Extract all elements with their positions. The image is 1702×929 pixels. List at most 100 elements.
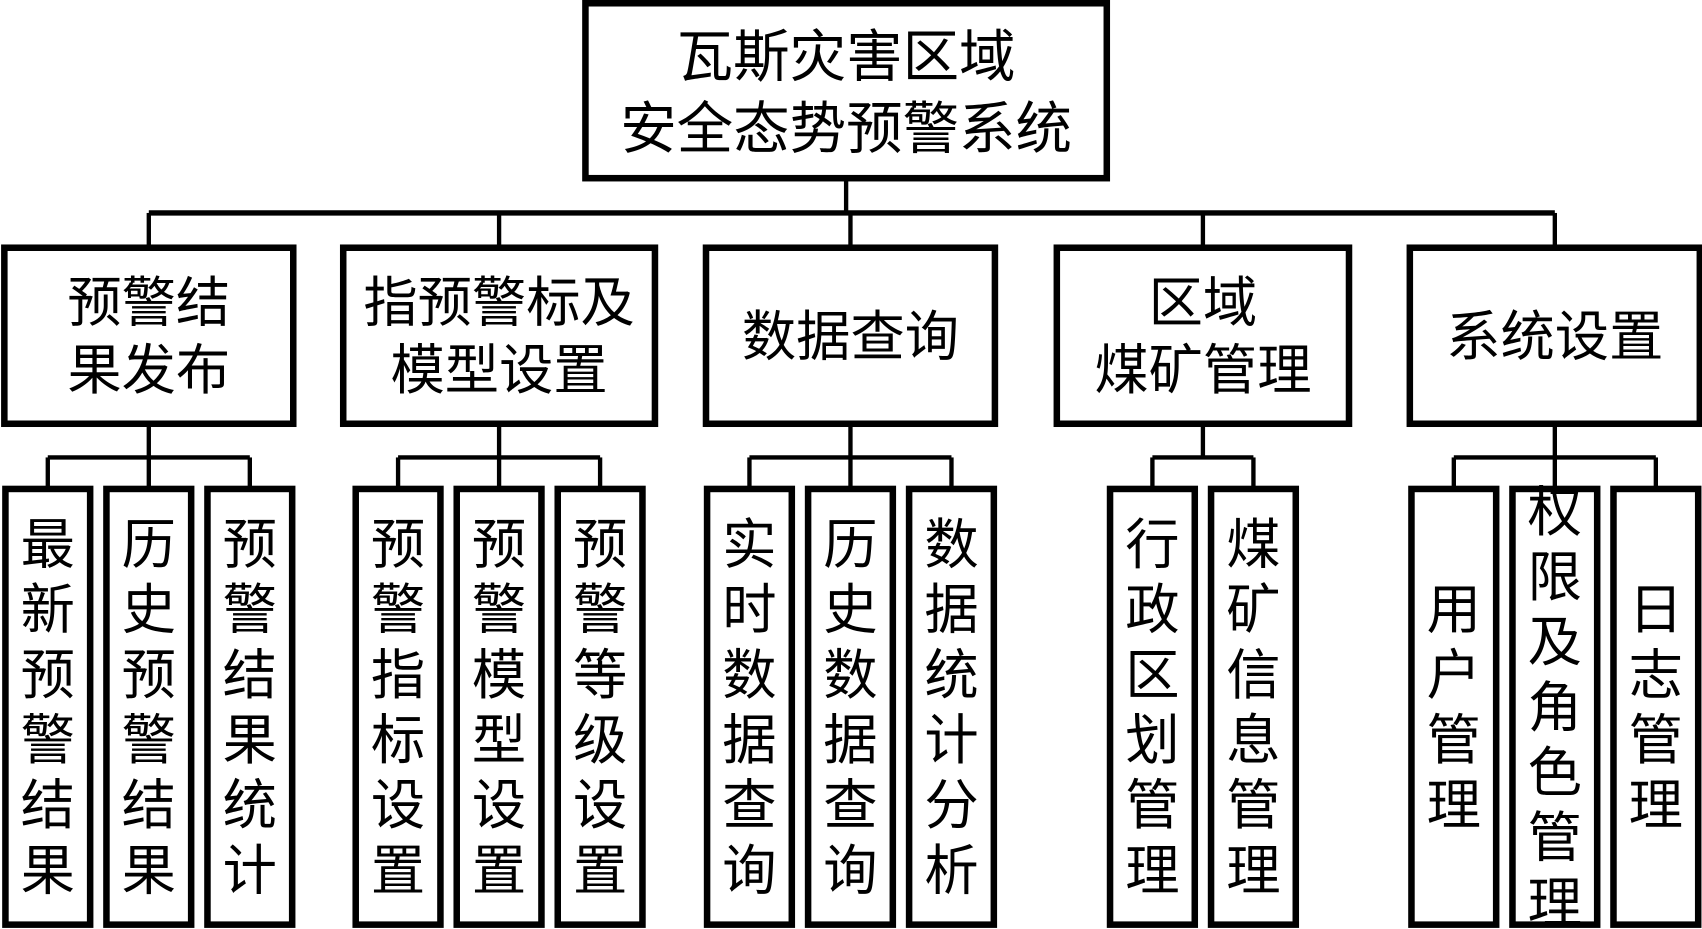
module-box [702, 244, 999, 428]
submodule-label-char: 预 [21, 644, 75, 707]
submodule-label-char: 户 [1427, 644, 1481, 707]
submodule-label-char: 用 [1427, 579, 1481, 642]
submodule-label-char: 果 [122, 839, 176, 902]
submodule-warning-result-publish-0: 最新预警结果 [2, 485, 94, 928]
submodule-label-char: 置 [371, 839, 425, 902]
submodule-box [453, 485, 545, 928]
submodule-label: 预警模型设置 [472, 513, 526, 902]
submodule-label-char: 政 [1125, 579, 1179, 642]
module-label-line: 果发布 [67, 339, 230, 402]
submodule-indicator-model-settings-1: 预警模型设置 [453, 485, 545, 928]
submodule-label-char: 管 [1427, 709, 1481, 772]
submodule-label-char: 历 [122, 513, 176, 576]
module-label-line: 煤矿管理 [1094, 339, 1311, 402]
submodule-box [1207, 485, 1300, 928]
submodule-label-char: 最 [21, 513, 75, 576]
root-label-line-1: 瓦斯灾害区域 [677, 25, 1016, 90]
submodule-label-char: 警 [21, 709, 75, 772]
submodule-label-char: 管 [1629, 709, 1683, 772]
submodule-label-char: 果 [21, 839, 75, 902]
submodule-system-settings-0: 用户管理 [1408, 485, 1500, 928]
submodule-label-char: 及 [1528, 611, 1582, 674]
submodule-label-char: 警 [472, 579, 526, 642]
submodule-label-char: 矿 [1226, 579, 1280, 642]
module-label-line: 指预警标及 [363, 272, 634, 335]
submodule-label-char: 日 [1629, 579, 1683, 642]
submodule-label-char: 色 [1528, 742, 1582, 805]
submodule-label-char: 询 [722, 839, 776, 902]
submodule-label: 日志管理 [1629, 579, 1683, 838]
submodule-label-char: 理 [1528, 872, 1582, 929]
submodule-label-char: 预 [472, 513, 526, 576]
submodule-label-char: 历 [823, 513, 877, 576]
submodule-label-char: 结 [122, 774, 176, 837]
submodule-data-query-2: 数据统计分析 [905, 485, 998, 928]
submodule-box [554, 485, 646, 928]
submodule-label-char: 理 [1427, 774, 1481, 837]
submodule-label-char: 询 [823, 839, 877, 902]
submodule-label-char: 权 [1528, 481, 1582, 544]
submodule-indicator-model-settings-2: 预警等级设置 [554, 485, 646, 928]
submodule-label-char: 级 [573, 709, 627, 772]
submodule-label: 历史预警结果 [122, 513, 176, 902]
submodule-warning-result-publish-1: 历史预警结果 [103, 485, 195, 928]
submodule-label-char: 息 [1226, 709, 1280, 772]
submodule-label-char: 据 [722, 709, 776, 772]
submodule-label-char: 果 [223, 709, 277, 772]
submodule-label-char: 史 [823, 579, 877, 642]
submodule-data-query-0: 实时数据查询 [703, 485, 796, 928]
submodule-box [804, 485, 897, 928]
root-box [582, 0, 1111, 182]
submodule-label-char: 分 [924, 774, 978, 837]
submodule-regional-mine-management-0: 行政区划管理 [1106, 485, 1199, 928]
submodule-label-char: 结 [21, 774, 75, 837]
submodule-label-char: 计 [223, 839, 277, 902]
root-node: 瓦斯灾害区域 安全态势预警系统 [582, 0, 1111, 182]
submodule-label-char: 指 [371, 644, 425, 707]
submodule-regional-mine-management-1: 煤矿信息管理 [1207, 485, 1300, 928]
submodule-box [1106, 485, 1199, 928]
submodule-label-char: 标 [371, 709, 425, 772]
submodule-label-char: 管 [1226, 774, 1280, 837]
submodule-label: 预警等级设置 [573, 513, 627, 902]
submodule-label-char: 据 [823, 709, 877, 772]
submodule-label-char: 统 [223, 774, 277, 837]
submodule-box [1509, 485, 1601, 928]
submodule-label-char: 预 [122, 644, 176, 707]
submodule-label-char: 理 [1629, 774, 1683, 837]
submodule-label-char: 预 [371, 513, 425, 576]
submodule-label: 最新预警结果 [21, 513, 75, 902]
submodule-label-char: 理 [1125, 839, 1179, 902]
submodule-label-char: 数 [924, 513, 978, 576]
submodule-label-char: 预 [223, 513, 277, 576]
submodule-system-settings-2: 日志管理 [1610, 485, 1702, 928]
submodule-label-char: 角 [1528, 676, 1582, 739]
submodule-label: 煤矿信息管理 [1226, 513, 1280, 902]
submodule-label-char: 限 [1528, 546, 1582, 609]
submodule-box [703, 485, 796, 928]
submodule-label-char: 区 [1125, 644, 1179, 707]
submodule-label-char: 新 [21, 579, 75, 642]
submodule-label: 用户管理 [1427, 579, 1481, 838]
module-label-line: 系统设置 [1446, 305, 1663, 368]
module-label-line: 数据查询 [742, 305, 959, 368]
submodule-box [103, 485, 195, 928]
module-box [339, 244, 659, 428]
submodule-indicator-model-settings-0: 预警指标设置 [352, 485, 444, 928]
module-label-line: 预警结 [67, 272, 230, 335]
submodule-label: 行政区划管理 [1125, 513, 1179, 902]
submodule-label-char: 设 [371, 774, 425, 837]
submodule-label-char: 管 [1528, 807, 1582, 870]
submodule-label-char: 统 [924, 644, 978, 707]
submodule-label-char: 查 [722, 774, 776, 837]
modules: 预警结果发布最新预警结果历史预警结果预警结果统计指预警标及模型设置预警指标设置预… [1, 244, 1702, 929]
module-box [1, 244, 297, 428]
submodule-label-char: 查 [823, 774, 877, 837]
submodule-label: 预警指标设置 [371, 513, 425, 902]
submodule-label-char: 管 [1125, 774, 1179, 837]
submodule-box [1610, 485, 1702, 928]
